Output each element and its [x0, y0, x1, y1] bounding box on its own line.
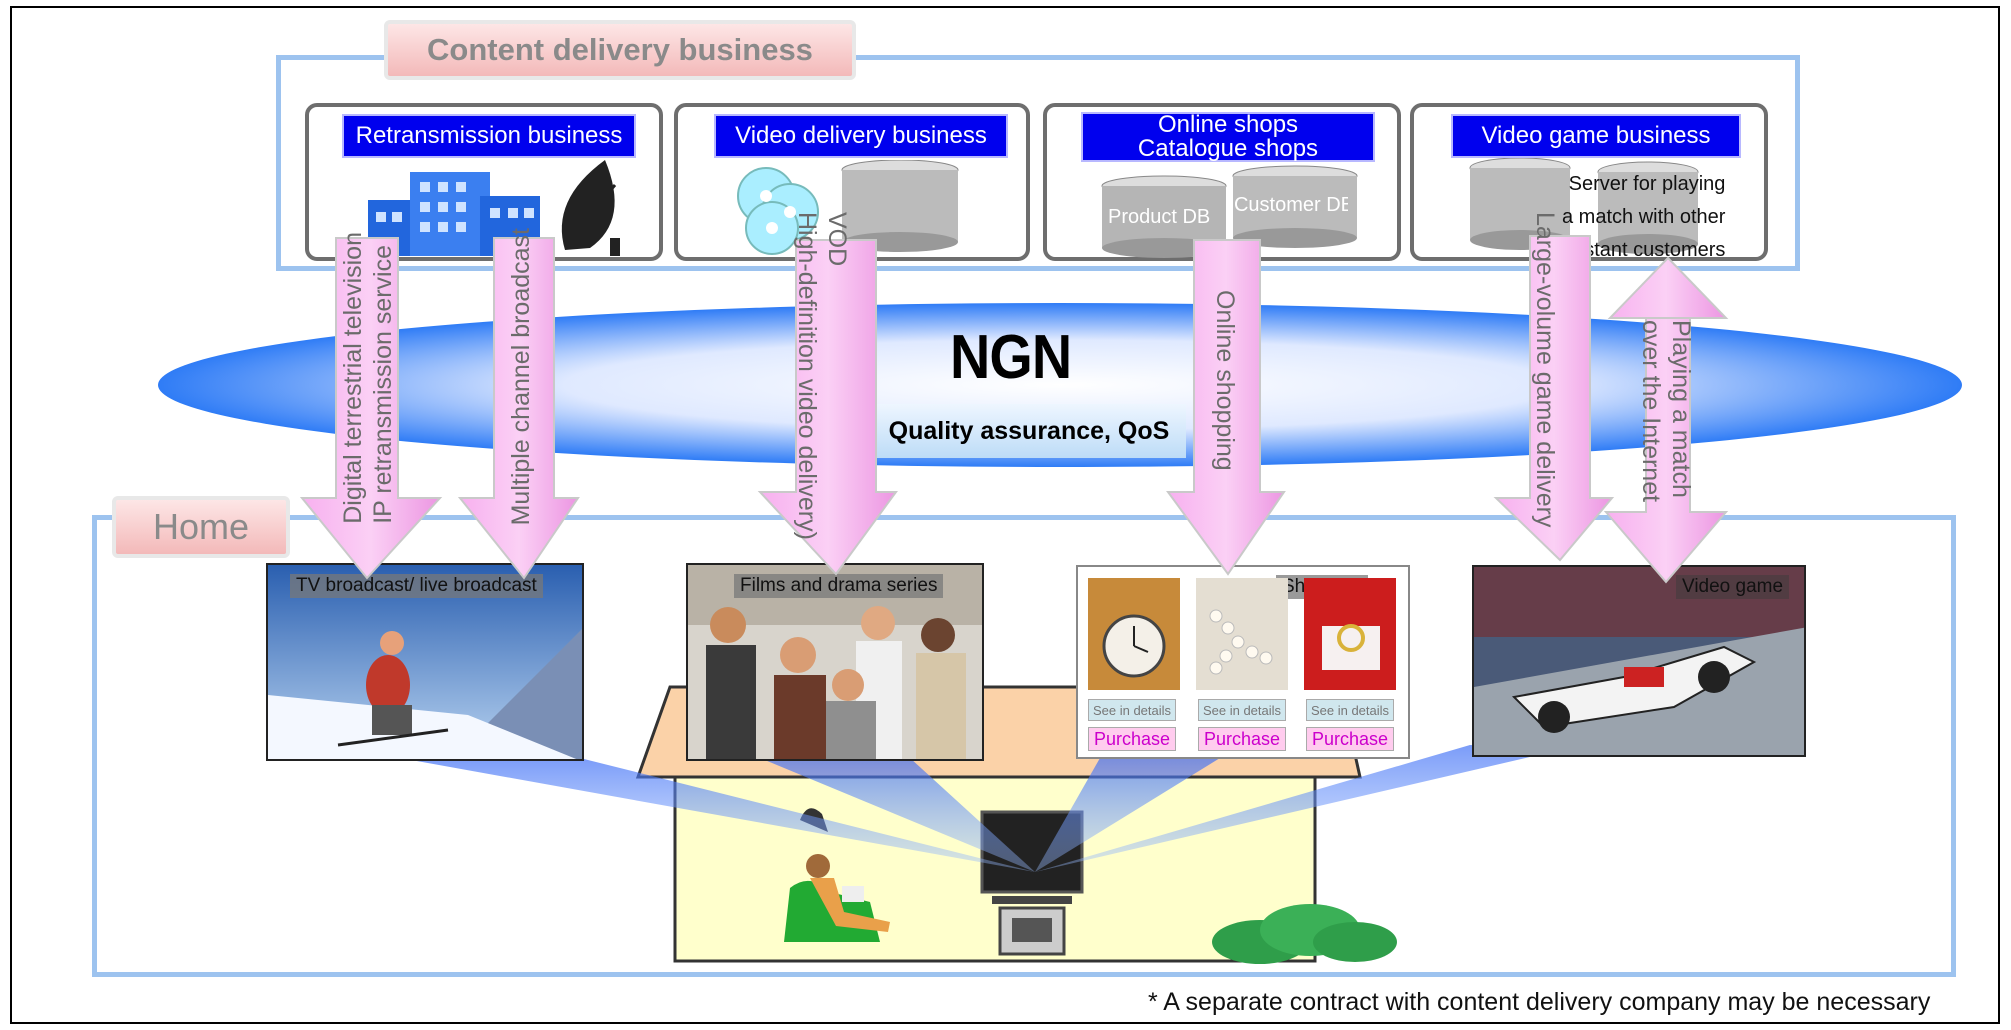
arrow-online-shopping: [1166, 239, 1286, 576]
retransmission-business-label: Retransmission business: [342, 114, 636, 158]
ngn-cloud: [158, 303, 1962, 467]
arrow-label-vod-line1: VOD: [823, 212, 851, 267]
tv-broadcast-caption: TV broadcast/ live broadcast: [290, 574, 543, 598]
product-thumbnails: [1088, 578, 1396, 690]
arrow-label-retransmission: Digital terrestrial television IP retran…: [338, 232, 398, 524]
product-db-label: Product DB: [1108, 206, 1211, 228]
diagram-frame: [10, 6, 2000, 1024]
see-details-button-2[interactable]: See in details: [1198, 699, 1286, 721]
qos-label: Quality assurance, QoS: [872, 404, 1186, 458]
arrow-label-multi-channel: Multiple channel broadcast: [506, 228, 536, 525]
purchase-button-3[interactable]: Purchase: [1306, 727, 1394, 751]
arrow-retransmission: [299, 237, 443, 580]
arrow-label-play-match-line2: over the Internet: [1637, 320, 1665, 503]
server-note-line1: Server for playing: [1568, 173, 1726, 195]
online-shops-label-line1: Online shops: [1157, 111, 1299, 138]
customer-db-label: Customer DB: [1230, 194, 1348, 217]
server-note-line3: distant customers: [1568, 239, 1726, 261]
arrow-label-online-shopping-line1: Online shopping: [1211, 290, 1239, 471]
purchase-button-1[interactable]: Purchase: [1088, 727, 1176, 751]
video-game-caption: Video game: [1676, 575, 1790, 599]
arrow-multi-channel: [457, 237, 580, 580]
video-delivery-business-label: Video delivery business: [714, 114, 1008, 158]
home-title: Home: [112, 496, 290, 558]
arrow-label-play-match: Playing a match over the Internet: [1636, 320, 1696, 502]
arrow-label-retransmission-line1: Digital terrestrial television: [339, 232, 367, 524]
arrow-label-vod: VOD High-definition video delivery): [792, 212, 852, 540]
buildings-and-satellite-illustration: [368, 160, 620, 256]
arrow-game-delivery: [1493, 235, 1615, 562]
sofa-person-illustration: [784, 808, 890, 942]
films-caption: Films and drama series: [734, 574, 944, 598]
arrow-label-multi-channel-line1: Multiple channel broadcast: [507, 228, 535, 526]
bush-illustration: [1212, 904, 1397, 964]
arrow-label-play-match-line1: Playing a match: [1667, 320, 1695, 498]
online-shops-label-line2: Catalogue shops: [1137, 135, 1319, 162]
online-shops-business-label: Online shops Catalogue shops: [1081, 112, 1375, 162]
video-game-business-label: Video game business: [1451, 114, 1741, 158]
footnote: * A separate contract with content deliv…: [1148, 988, 1931, 1016]
arrow-label-game-delivery-line1: Large-volume game delivery: [1531, 212, 1559, 528]
arrow-label-retransmission-line2: IP retransmission service: [369, 244, 397, 524]
arrow-label-online-shopping: Online shopping: [1210, 290, 1240, 471]
race-car-photo: [1474, 567, 1804, 755]
arrow-label-game-delivery: Large-volume game delivery: [1530, 212, 1560, 527]
content-delivery-title: Content delivery business: [384, 20, 856, 80]
dvd-discs-and-server-illustration: [737, 160, 959, 255]
video-game-screen: [1472, 565, 1806, 757]
game-servers-illustration: [1469, 158, 1699, 254]
server-note-line2: a match with other: [1562, 206, 1726, 228]
game-server-note: Server for playing a match with other di…: [1562, 168, 1725, 267]
arrow-play-match: [1603, 256, 1729, 584]
arrow-vod: [757, 239, 898, 576]
purchase-button-2[interactable]: Purchase: [1198, 727, 1286, 751]
customer-db-label-text: Customer DB: [1233, 194, 1348, 216]
see-details-button-3[interactable]: See in details: [1306, 699, 1394, 721]
see-details-button-1[interactable]: See in details: [1088, 699, 1176, 721]
arrow-label-vod-line2: High-definition video delivery): [793, 212, 821, 540]
product-and-customer-db-illustration: [1101, 165, 1358, 258]
ngn-title: NGN: [950, 323, 1072, 392]
